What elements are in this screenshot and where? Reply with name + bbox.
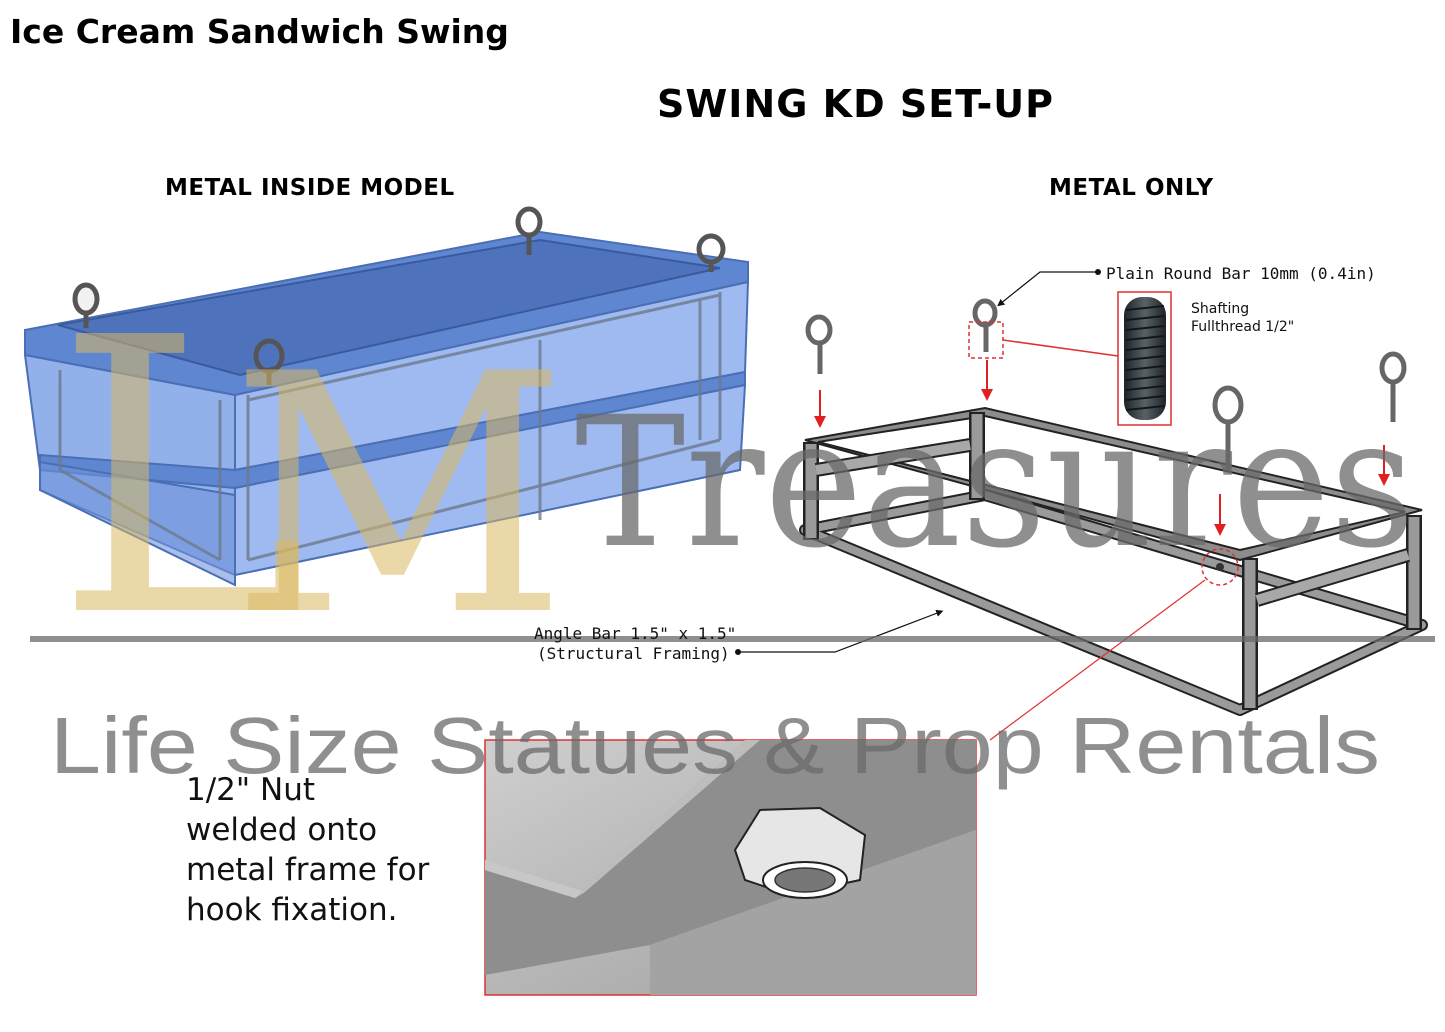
angle-bar-label: Angle Bar 1.5" x 1.5"	[534, 624, 737, 643]
nut-note-line: welded onto	[186, 812, 378, 848]
eye-hook-icon	[515, 206, 543, 255]
placement-arrows	[814, 360, 1390, 536]
watermark: L M Treasures Life Size Statues & Prop R…	[30, 257, 1435, 790]
angle-bar-leader	[735, 609, 944, 655]
eye-hook-icon	[1379, 351, 1407, 422]
page-title: Ice Cream Sandwich Swing	[10, 12, 509, 51]
diagram-heading: SWING KD SET-UP	[657, 82, 1055, 126]
angle-bar-sublabel: (Structural Framing)	[537, 644, 730, 663]
eye-hook-icon	[72, 282, 100, 328]
nut-note-line: hook fixation.	[186, 892, 398, 928]
eye-hook-icon	[1212, 385, 1244, 470]
nut-note-line: 1/2" Nut	[186, 772, 315, 808]
metal-frame	[799, 406, 1428, 716]
watermark-monogram-m: M	[230, 304, 568, 688]
nut-note: 1/2" Nut welded onto metal frame for hoo…	[186, 770, 476, 930]
watermark-monogram-l: L	[55, 257, 307, 700]
watermark-brand: Treasures	[575, 379, 1415, 588]
eye-hook-icon	[696, 233, 726, 272]
nut-note-line: metal frame for	[186, 852, 430, 888]
shafting-label: Shafting	[1191, 301, 1250, 317]
watermark-tagline: Life Size Statues & Prop Rentals	[50, 701, 1380, 790]
nut-detail-panel	[484, 739, 977, 996]
nut-detail-leader	[989, 548, 1239, 741]
eye-hook-icon	[253, 338, 285, 385]
round-bar-leader	[997, 269, 1101, 307]
left-view-label: METAL INSIDE MODEL	[165, 175, 455, 201]
round-bar-label: Plain Round Bar 10mm (0.4in)	[1106, 264, 1376, 283]
blue-model-box	[23, 230, 750, 587]
eye-hook-icon	[805, 314, 833, 374]
shafting-callout	[968, 291, 1172, 426]
eye-hook-icon	[972, 298, 998, 352]
watermark-rule	[30, 636, 1435, 642]
right-view-label: METAL ONLY	[1049, 175, 1214, 201]
shafting-spec-label: Fullthread 1/2"	[1191, 319, 1295, 335]
